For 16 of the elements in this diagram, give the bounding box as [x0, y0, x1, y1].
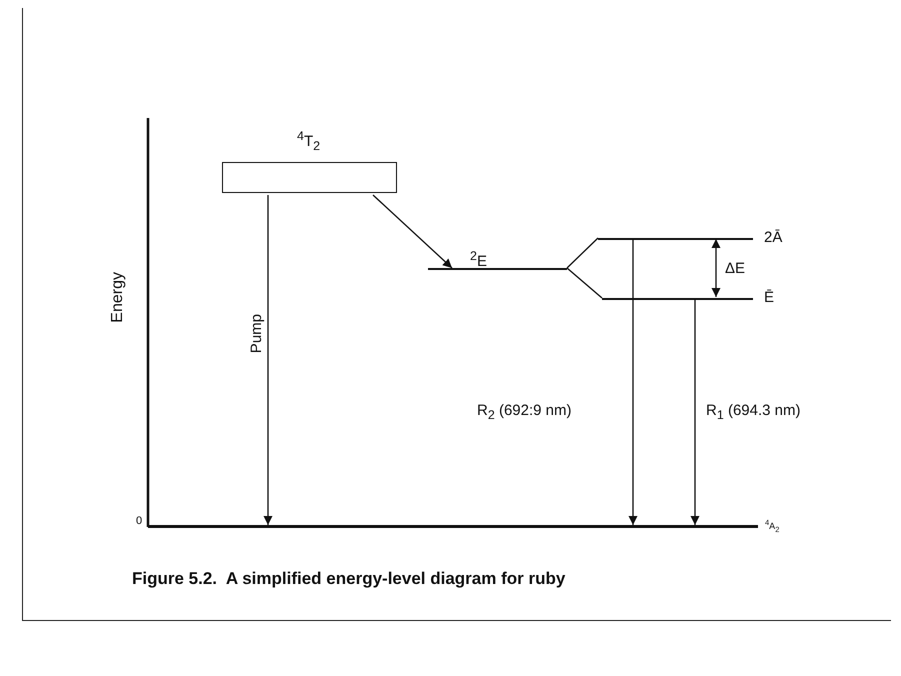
arrow [690, 299, 700, 525]
arrow [372, 194, 452, 268]
state-label: Ē [764, 290, 774, 305]
axis-label: Energy [110, 272, 126, 323]
arrow [628, 239, 638, 525]
state-label: $^{2}$E [470, 250, 487, 269]
connector-line [566, 268, 602, 298]
edge-label: Pump [248, 313, 265, 354]
arrow [263, 195, 273, 525]
figure-caption: Figure 5.2. A simplified energy-level diagram for ruby [132, 570, 566, 587]
connector-line [566, 238, 598, 268]
axis-origin-label: 0 [136, 516, 142, 527]
state-label: 2Ā [764, 230, 782, 245]
state-label: $^{4}$T$_{2}$ [297, 130, 320, 152]
arrow [711, 239, 721, 297]
state-label: $^{4}$A$_{2}$ [765, 519, 780, 534]
